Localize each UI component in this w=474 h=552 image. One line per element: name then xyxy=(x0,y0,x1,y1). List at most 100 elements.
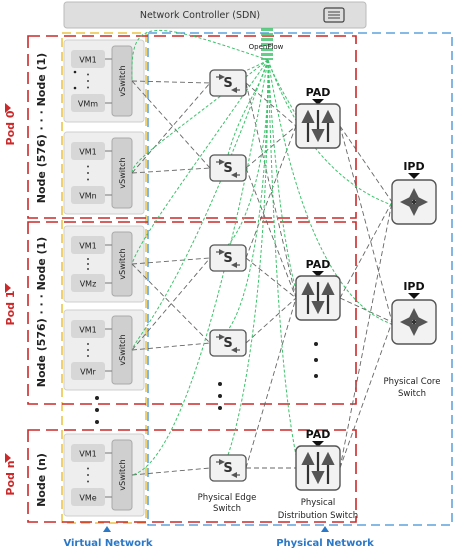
edge-switch-caption-line1: Physical Edge xyxy=(198,493,257,503)
network-link xyxy=(131,82,211,174)
link-layer xyxy=(131,80,393,476)
vm-box xyxy=(71,186,105,204)
node-layer: VM1VMmvSwitchVM1VMnvSwitchVM1VMzvSwitchV… xyxy=(63,39,145,517)
controller-box xyxy=(63,1,367,29)
edge-switch: S xyxy=(209,154,247,182)
vm-box xyxy=(71,94,105,112)
vm-ellipsis-dot xyxy=(87,258,89,260)
network-link xyxy=(131,80,211,169)
virtual-network-marker xyxy=(103,526,111,532)
physical-network-label: Physical Network xyxy=(276,538,374,549)
vm-box xyxy=(71,236,105,254)
distribution-switch: PAD xyxy=(295,86,341,149)
continuation-dots xyxy=(73,70,318,424)
openflow-link xyxy=(131,59,269,476)
openflow-link xyxy=(131,59,269,265)
edge-switch: S xyxy=(209,69,247,97)
edge-switch: S xyxy=(209,329,247,357)
pod-0-node-label: Node (576) · · · Node (1) xyxy=(35,53,48,203)
network-link xyxy=(131,467,211,476)
pod-n-node-label: Node (n) xyxy=(35,453,48,507)
vm-box xyxy=(71,50,105,68)
virtual-network-label: Virtual Network xyxy=(63,538,152,549)
vm-label: VM1 xyxy=(79,148,96,157)
vm-label: VM1 xyxy=(79,242,96,251)
core-switch-hub xyxy=(411,199,417,205)
edge-switch: S xyxy=(209,244,247,272)
controller-label: Network Controller (SDN) xyxy=(140,10,260,21)
pod-n-region xyxy=(27,429,357,523)
vm-box xyxy=(71,142,105,160)
network-link xyxy=(339,321,393,469)
vm-ellipsis-dot xyxy=(87,86,89,89)
pad-marker xyxy=(312,99,324,105)
network-link xyxy=(245,82,297,299)
network-link xyxy=(245,257,297,299)
distribution-switch-caption-line2: Distribution Switch xyxy=(278,511,358,521)
vm-ellipsis-dot xyxy=(87,178,89,181)
distribution-switch-caption-line1: Physical xyxy=(301,498,336,508)
pod-1-node-label: Node (576) · · · Node (1) xyxy=(35,237,48,387)
pod-0-marker xyxy=(5,103,11,113)
openflow-link xyxy=(267,59,297,456)
vm-box xyxy=(71,362,105,380)
vm-ellipsis-dot xyxy=(87,268,89,270)
pad-label: PAD xyxy=(306,86,331,99)
vm-ellipsis-dot xyxy=(87,474,89,476)
network-link xyxy=(245,82,297,127)
ipd-marker xyxy=(408,173,420,179)
pad-label: PAD xyxy=(306,258,331,271)
pod-1-marker xyxy=(5,283,11,293)
vswitch-label: vSwitch xyxy=(118,334,127,365)
edge-switch-glyph: S xyxy=(223,336,232,351)
core-switch-caption-line2: Switch xyxy=(398,389,426,399)
edge-switch-caption-line2: Switch xyxy=(213,504,241,514)
vm-ellipsis-dot xyxy=(87,80,89,82)
edge-switch-glyph: S xyxy=(223,76,232,91)
vm-label: VMe xyxy=(79,494,96,503)
pad-marker xyxy=(312,271,324,277)
physical-network-marker xyxy=(321,526,329,532)
openflow-link xyxy=(227,59,269,331)
distribution-switch: PAD xyxy=(295,258,341,321)
pod-n-marker xyxy=(5,453,11,463)
controller-icon xyxy=(323,7,345,23)
vm-box xyxy=(71,444,105,462)
vm-label: VM1 xyxy=(79,56,96,65)
network-link xyxy=(245,297,297,344)
vswitch-label: vSwitch xyxy=(118,157,127,188)
network-link xyxy=(245,167,297,299)
network-link xyxy=(339,125,393,203)
vm-box xyxy=(71,274,105,292)
vm-label: VMr xyxy=(80,368,96,377)
vm-label: VMz xyxy=(80,280,97,289)
core-switch-caption-line1: Physical Core xyxy=(384,377,441,387)
pod-0-label: Pod 0 xyxy=(4,110,17,145)
network-link xyxy=(339,201,393,299)
vm-ellipsis-dot xyxy=(87,467,89,470)
network-link xyxy=(245,297,297,469)
openflow-link xyxy=(227,59,269,456)
ipd-label: IPD xyxy=(403,160,424,173)
core-switch-hub xyxy=(411,319,417,325)
edge-switch-glyph: S xyxy=(223,461,232,476)
vm-ellipsis-dot xyxy=(87,263,89,265)
ipd-label: IPD xyxy=(403,280,424,293)
openflow-link xyxy=(267,59,297,291)
vswitch-label: vSwitch xyxy=(118,248,127,279)
openflow-link xyxy=(267,59,297,116)
vm-ellipsis-dot xyxy=(87,343,89,345)
network-controller: Network Controller (SDN) xyxy=(63,1,367,29)
network-link xyxy=(131,257,211,265)
core-switch: IPD xyxy=(391,160,437,225)
core-switch: IPD xyxy=(391,280,437,345)
network-link xyxy=(131,263,211,344)
openflow-link xyxy=(227,59,269,156)
vm-label: VM1 xyxy=(79,326,96,335)
